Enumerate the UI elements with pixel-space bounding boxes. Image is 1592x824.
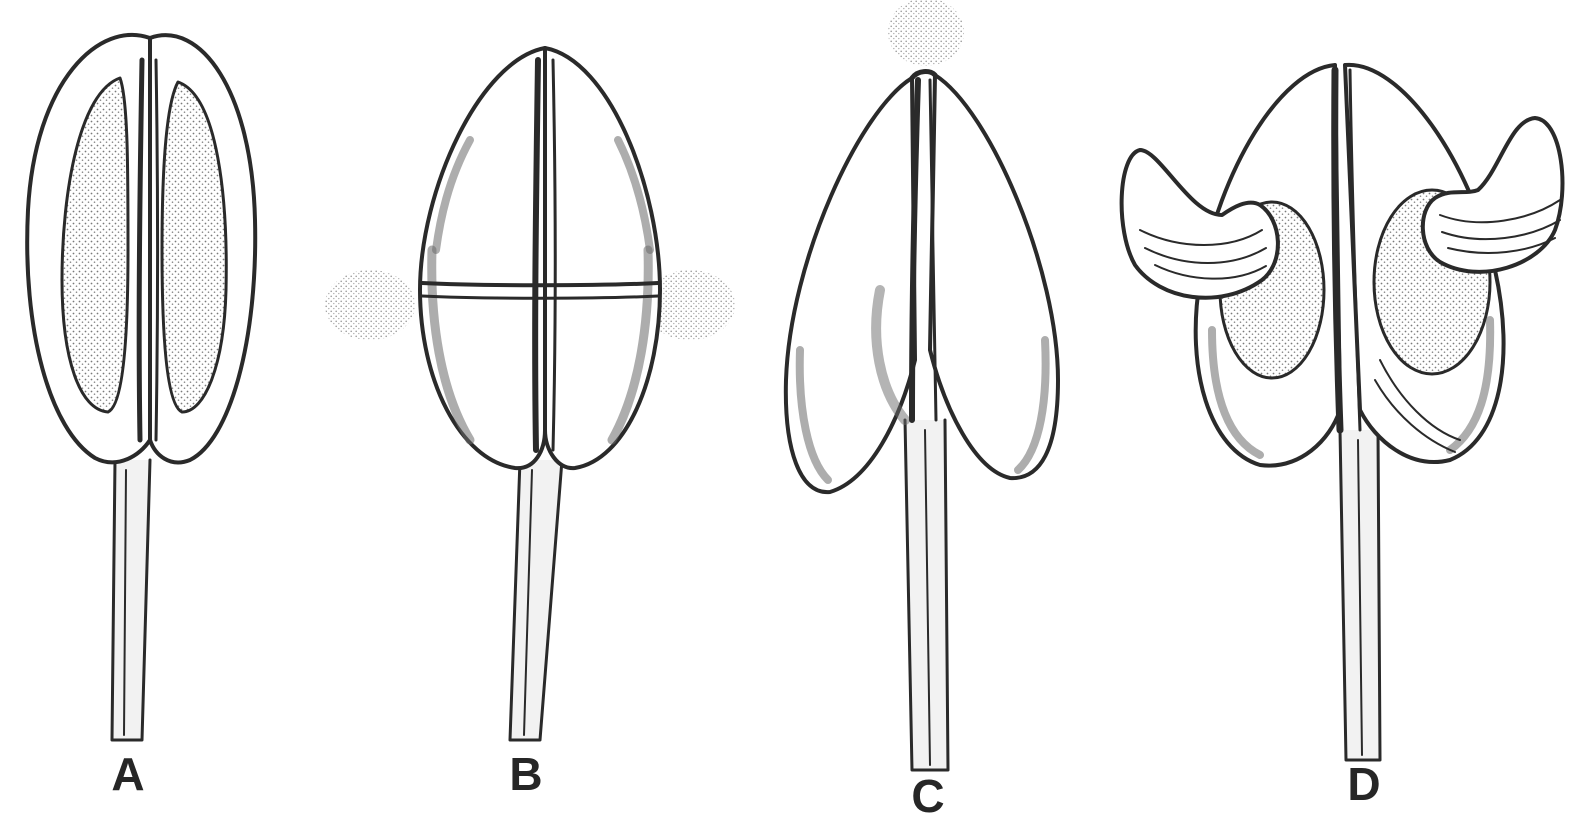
panel-label-c: C — [911, 770, 944, 822]
panel-label-b: B — [509, 748, 542, 800]
pollen-cloud-left-b — [325, 270, 415, 340]
panel-label-a: A — [111, 748, 144, 800]
transverse-slit-b — [422, 283, 658, 285]
anther-d — [1122, 65, 1563, 760]
anther-a — [27, 35, 255, 740]
filament-a — [112, 460, 150, 740]
anther-c — [786, 0, 1058, 770]
pollen-cloud-apex-c — [888, 0, 964, 66]
apical-pore-c — [912, 72, 935, 78]
anther-lobe-left-b — [420, 48, 545, 468]
anther-lobe-right-b — [545, 48, 660, 468]
filament-b — [510, 460, 562, 740]
anther-b — [325, 48, 735, 740]
panel-label-d: D — [1347, 758, 1380, 810]
